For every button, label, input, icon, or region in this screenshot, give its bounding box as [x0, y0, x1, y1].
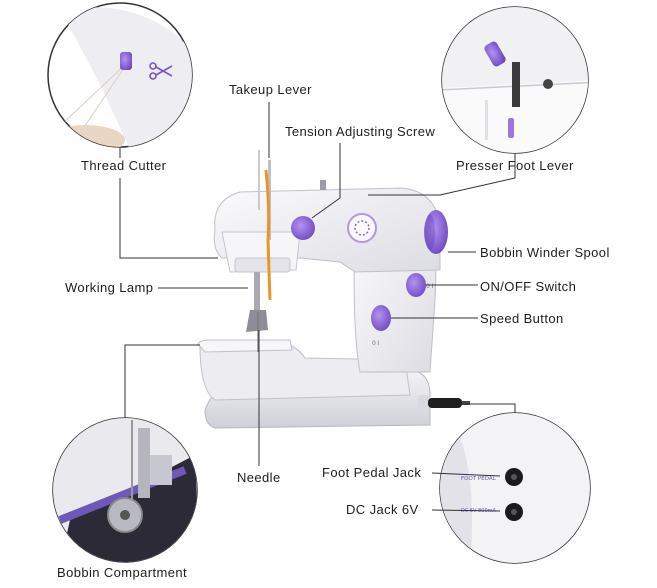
label-thread-cutter: Thread Cutter	[81, 158, 166, 173]
cutter-blade-icon	[120, 52, 132, 70]
tension-knob-icon	[291, 216, 315, 240]
sewing-machine: 0 I 0 I	[198, 150, 448, 428]
label-dc-jack: DC Jack 6V	[346, 502, 419, 517]
label-foot-pedal-jack: Foot Pedal Jack	[322, 465, 421, 480]
power-plug-icon	[428, 398, 470, 408]
label-speed-button: Speed Button	[480, 311, 564, 326]
label-tension-adjusting-screw: Tension Adjusting Screw	[285, 124, 435, 139]
svg-text:0 I: 0 I	[426, 283, 434, 290]
label-takeup-lever: Takeup Lever	[229, 82, 312, 97]
label-presser-foot-lever: Presser Foot Lever	[456, 158, 574, 173]
bobbin-compartment-zoom-circle	[50, 415, 200, 565]
label-on-off-switch: ON/OFF Switch	[480, 279, 576, 294]
label-bobbin-compartment: Bobbin Compartment	[57, 565, 187, 580]
presser-foot-lever-zoom-circle	[440, 0, 600, 160]
svg-text:0 I: 0 I	[372, 340, 380, 347]
label-needle: Needle	[237, 470, 281, 485]
stitch-dial-icon	[348, 214, 376, 242]
foot-pedal-print: FOOT PEDAL	[461, 476, 497, 482]
power-switch-icon	[406, 273, 426, 297]
label-working-lamp: Working Lamp	[65, 280, 153, 295]
speed-button-icon	[371, 305, 391, 331]
jack-panel-zoom-circle: FOOT PEDAL DC 6V 800mA	[440, 410, 600, 570]
label-bobbin-winder-spool: Bobbin Winder Spool	[480, 245, 610, 260]
thread-cutter-zoom-circle	[45, 3, 200, 155]
